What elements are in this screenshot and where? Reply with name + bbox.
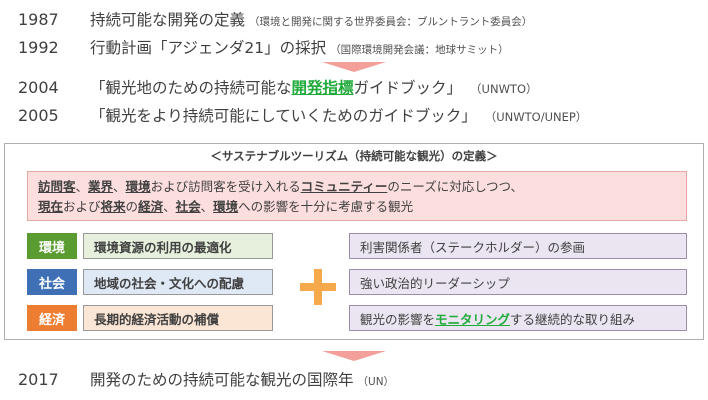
term: 環境	[213, 199, 239, 214]
term: コミュニティー	[300, 179, 388, 194]
highlight-text: モニタリング	[435, 311, 511, 327]
timeline-row-1992: 1992 行動計画「アジェンダ21」の採択 （国際環境開発会議：地球サミット）	[18, 36, 509, 60]
down-arrow-1	[322, 62, 386, 72]
text: 観光の影響を	[360, 311, 436, 327]
text: および訪問客を受け入れる	[150, 179, 301, 194]
year-label: 1987	[18, 10, 59, 29]
year-label: 2005	[18, 106, 59, 125]
event-note: （UNWTO）	[470, 82, 538, 96]
term: 現在	[38, 199, 64, 214]
pillar-environment: 環境資源の利用の最適化	[83, 233, 273, 259]
timeline-row-2004: 2004 「観光地のための持続可能な開発指標ガイドブック」 （UNWTO）	[18, 76, 538, 100]
event-text: 「観光をより持続可能にしていくためのガイドブック」	[90, 107, 477, 125]
term: 業界	[88, 179, 114, 194]
condition-monitoring: 観光の影響をモニタリングする継続的な取り組み	[349, 305, 687, 331]
year-label: 2017	[18, 370, 59, 389]
pillar-economy: 長期的経済活動の補償	[83, 305, 273, 331]
definition-box: 訪問客、業界、環境および訪問客を受け入れるコミュニティーのニーズに対応しつつ、 …	[27, 171, 687, 221]
event-note: （UNWTO/UNEP）	[484, 110, 588, 124]
term: 訪問客	[38, 179, 76, 194]
pillar-society: 地域の社会・文化への配慮	[83, 269, 273, 295]
definition-frame: ＜サステナブルツーリズム（持続可能な観光）の定義＞ 訪問客、業界、環境および訪問…	[4, 143, 704, 340]
event-text: 行動計画「アジェンダ21」の採択	[90, 39, 327, 57]
pillar-tag-environment: 環境	[27, 233, 77, 259]
pillar-tag-society: 社会	[27, 269, 77, 295]
timeline-row-2017: 2017 開発のための持続可能な観光の国際年 （UN）	[18, 368, 394, 392]
year-label: 2004	[18, 78, 59, 97]
down-arrow-2	[322, 351, 386, 361]
timeline-row-2005: 2005 「観光をより持続可能にしていくためのガイドブック」 （UNWTO/UN…	[18, 104, 587, 128]
event-note: （UN）	[357, 376, 395, 388]
year-label: 1992	[18, 38, 59, 57]
event-text-part: ガイドブック」	[353, 79, 463, 97]
text: および	[63, 199, 101, 214]
text: の	[125, 199, 139, 214]
timeline-row-1987: 1987 持続可能な開発の定義 （環境と開発に関する世界委員会：ブルントラント委…	[18, 8, 532, 32]
pillar-tag-economy: 経済	[27, 305, 77, 331]
condition-stakeholder: 利害関係者（ステークホルダー）の参画	[349, 233, 687, 259]
definition-title: ＜サステナブルツーリズム（持続可能な観光）の定義＞	[210, 149, 498, 163]
event-note: （環境と開発に関する世界委員会：ブルントラント委員会）	[249, 16, 533, 28]
term: 社会	[175, 199, 201, 214]
text: する継続的な取り組み	[510, 311, 636, 327]
highlight-text: 開発指標	[291, 79, 354, 97]
text: 、	[163, 199, 176, 214]
term: 経済	[138, 199, 164, 214]
definition-line-2: 現在および将来の経済、社会、環境への影響を十分に考慮する観光	[38, 197, 676, 217]
event-text-part: 「観光地のための持続可能な	[90, 79, 292, 97]
condition-leadership: 強い政治的リーダーシップ	[349, 269, 687, 295]
term: 環境	[125, 179, 151, 194]
text: 、	[75, 179, 89, 194]
plus-icon	[300, 269, 336, 305]
text: のニーズに対応しつつ、	[387, 179, 523, 194]
text: への影響を十分に考慮する観光	[238, 199, 414, 214]
event-note: （国際環境開発会議：地球サミット）	[330, 44, 509, 56]
term: 将来	[100, 199, 126, 214]
event-text: 開発のための持続可能な観光の国際年	[90, 371, 354, 389]
definition-line-1: 訪問客、業界、環境および訪問客を受け入れるコミュニティーのニーズに対応しつつ、	[38, 177, 676, 197]
text: 、	[113, 179, 126, 194]
event-text: 「観光地のための持続可能な開発指標ガイドブック」	[90, 76, 462, 98]
text: 、	[200, 199, 214, 214]
event-text: 持続可能な開発の定義	[90, 11, 246, 29]
